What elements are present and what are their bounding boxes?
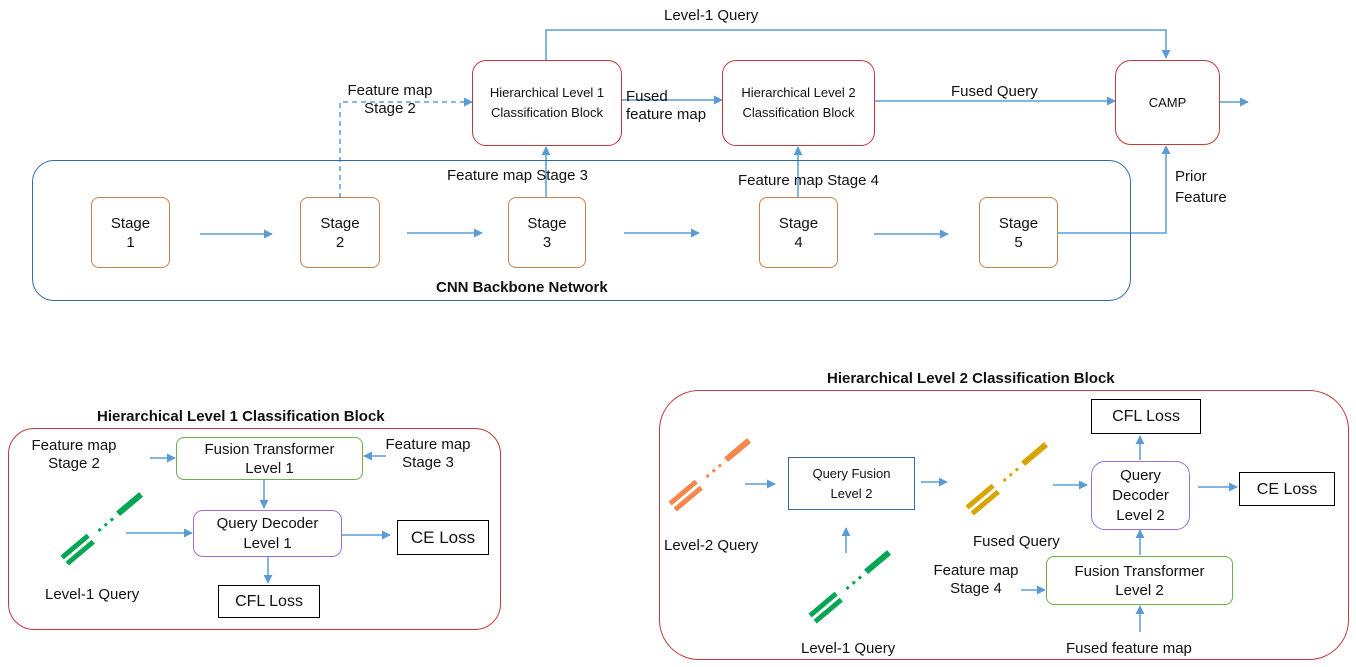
cnn-backbone-container <box>32 160 1131 301</box>
camp-block: CAMP <box>1115 60 1220 145</box>
hl2-query-decoder: Query Decoder Level 2 <box>1091 461 1190 530</box>
label-feature-map-stage4-top: Feature map Stage 4 <box>738 172 879 189</box>
arrow-stage5-camp <box>1058 145 1171 234</box>
stage-4-box: Stage 4 <box>759 197 838 268</box>
hl2-label-fused-query: Fused Query <box>973 533 1060 550</box>
label-feature-map-stage2-top: Feature map Stage 2 <box>347 82 433 117</box>
hl1-label-level1-query: Level-1 Query <box>45 586 140 603</box>
stage-3-box: Stage 3 <box>508 197 586 268</box>
fused-query-icon <box>965 442 1048 516</box>
label-fused-query-top: Fused Query <box>951 83 1038 100</box>
backbone-label: CNN Backbone Network <box>436 279 608 296</box>
hl2-cfl-loss: CFL Loss <box>1091 399 1201 434</box>
label-feature-map-stage3-top: Feature map Stage 3 <box>447 167 588 184</box>
hl1-fusion-transformer: Fusion Transformer Level 1 <box>176 437 363 480</box>
hl2-panel <box>659 390 1349 660</box>
hl1-panel <box>8 428 501 630</box>
hl1-panel-title: Hierarchical Level 1 Classification Bloc… <box>97 408 385 425</box>
level2-query-icon <box>668 438 751 512</box>
hl2-panel-title: Hierarchical Level 2 Classification Bloc… <box>827 370 1115 387</box>
stage-1-box: Stage 1 <box>91 197 170 268</box>
arrow-level1-query-camp <box>545 29 1171 60</box>
label-prior-feature: Prior Feature <box>1175 168 1227 206</box>
stage-2-box: Stage 2 <box>300 197 380 268</box>
hl1-cfl-loss: CFL Loss <box>218 585 320 618</box>
hl1-label-fmap-stage3: Feature map Stage 3 <box>385 436 471 471</box>
hl1-query-decoder: Query Decoder Level 1 <box>193 510 342 557</box>
arrow-stage2-hl1-dashed <box>339 97 473 198</box>
hl2-ce-loss: CE Loss <box>1239 472 1335 506</box>
hl2-label-level1-query: Level-1 Query <box>801 640 896 657</box>
hl1-classification-block: Hierarchical Level 1 Classification Bloc… <box>472 60 622 146</box>
hl2-label-level2-query: Level-2 Query <box>664 537 759 554</box>
hl2-classification-block: Hierarchical Level 2 Classification Bloc… <box>722 60 875 146</box>
label-fused-feature-map-top: Fused feature map <box>626 88 707 123</box>
level1-query-icon-p2 <box>808 550 891 624</box>
hl2-label-fused-feature-map: Fused feature map <box>1066 640 1192 657</box>
stage-5-box: Stage 5 <box>979 197 1058 268</box>
hl2-label-fmap-stage4: Feature map Stage 4 <box>933 562 1019 597</box>
hl2-fusion-transformer: Fusion Transformer Level 2 <box>1046 556 1233 605</box>
hl1-label-fmap-stage2: Feature map Stage 2 <box>31 437 117 472</box>
label-level1-query-top: Level-1 Query <box>664 7 759 24</box>
hl1-ce-loss: CE Loss <box>397 520 489 555</box>
level1-query-icon <box>60 492 143 566</box>
hl2-query-fusion: Query Fusion Level 2 <box>788 457 915 510</box>
